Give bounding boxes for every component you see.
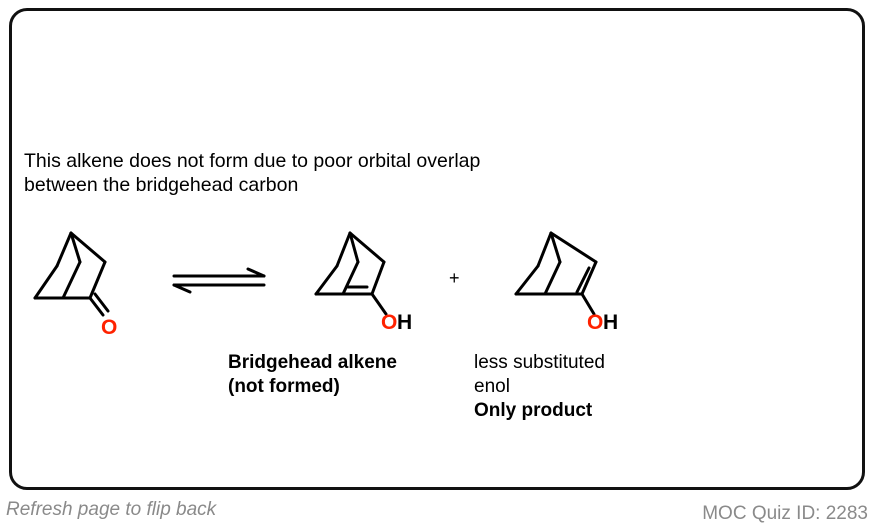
enol2-oxygen-label: O	[587, 311, 603, 334]
less-substituted-enol-structure	[514, 231, 598, 316]
refresh-hint[interactable]: Refresh page to flip back	[6, 499, 217, 520]
ketone-oxygen-label: O	[101, 316, 117, 339]
plus-sign: +	[449, 268, 460, 288]
quiz-card[interactable]	[9, 8, 865, 490]
bridgehead-alkene-label: Bridgehead alkene (not formed)	[228, 351, 397, 399]
bridgehead-label-line-1: Bridgehead alkene	[228, 352, 397, 373]
caption-line-2: between the bridgehead carbon	[24, 174, 299, 196]
bridgehead-label-line-2: (not formed)	[228, 376, 340, 397]
enol-label-line-2: enol	[474, 376, 510, 397]
enol-label-line-3: Only product	[474, 400, 593, 421]
enol2-hydrogen-label: H	[603, 311, 618, 334]
enol1-oxygen-label: O	[381, 311, 397, 334]
less-substituted-enol-label: less substituted enol Only product	[474, 351, 605, 423]
caption-line-1: This alkene does not form due to poor or…	[24, 150, 481, 172]
quiz-id: MOC Quiz ID: 2283	[702, 503, 868, 524]
caption: This alkene does not form due to poor or…	[24, 149, 480, 197]
equilibrium-arrows	[172, 267, 266, 294]
enol1-hydrogen-label: H	[397, 311, 412, 334]
enol-label-line-1: less substituted	[474, 352, 605, 373]
bridgehead-enol-structure	[314, 231, 388, 316]
ketone-structure	[33, 231, 110, 317]
